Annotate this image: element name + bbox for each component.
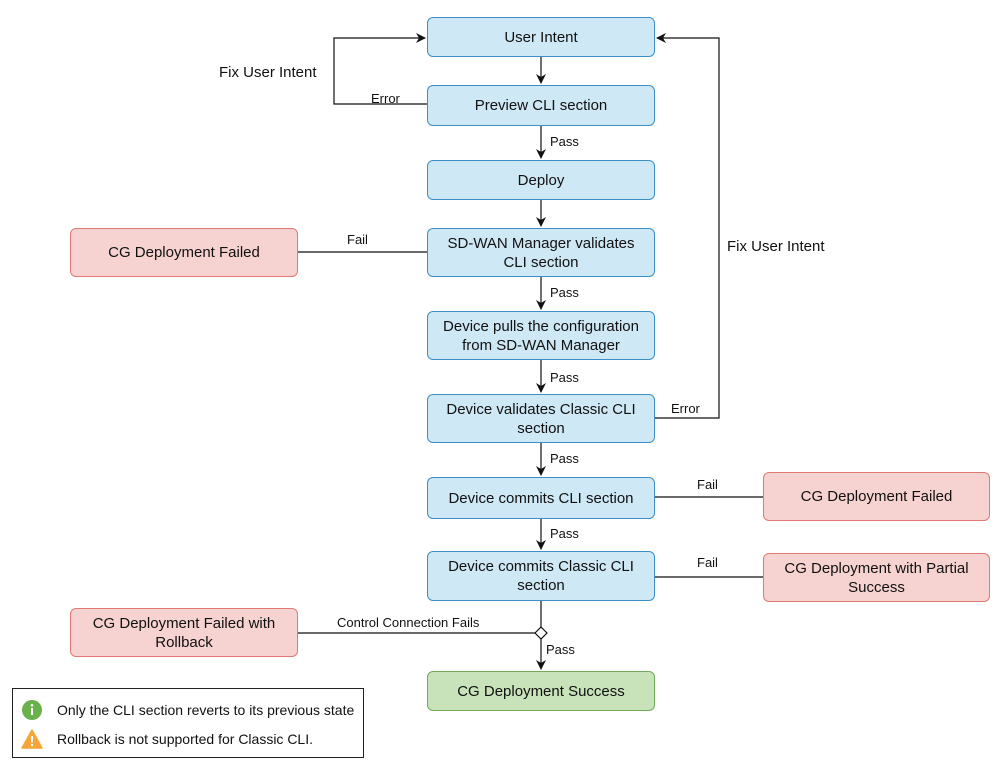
node-failed-rollback: CG Deployment Failed with Rollback (70, 608, 298, 657)
label-pass-3: Pass (550, 370, 579, 385)
label-error-right: Error (671, 401, 700, 416)
node-deploy: Deploy (427, 160, 655, 200)
node-device-commits-cli: Device commits CLI section (427, 477, 655, 519)
node-sdwan-validates: SD-WAN Manager validates CLI section (427, 228, 655, 277)
label-fix-user-intent-left: Fix User Intent (219, 64, 317, 81)
info-icon (22, 700, 42, 720)
legend-info-text: Only the CLI section reverts to its prev… (57, 702, 355, 718)
legend-warning-text: Rollback is not supported for Classic CL… (57, 731, 313, 747)
label-pass-6: Pass (546, 642, 575, 657)
node-device-validates: Device validates Classic CLI section (427, 394, 655, 443)
node-user-intent: User Intent (427, 17, 655, 57)
warning-icon (21, 729, 43, 749)
decision-diamond (534, 626, 548, 640)
node-failed-commits: CG Deployment Failed (763, 472, 990, 521)
legend-warning-row: Rollback is not supported for Classic CL… (21, 729, 313, 749)
arrow-error-loop-right (655, 33, 720, 419)
label-control-connection-fails: Control Connection Fails (337, 615, 480, 630)
node-preview-cli: Preview CLI section (427, 85, 655, 126)
legend-info-row: Only the CLI section reverts to its prev… (21, 699, 354, 721)
node-partial-success: CG Deployment with Partial Success (763, 553, 990, 602)
label-error-left: Error (371, 91, 400, 106)
label-fail-3: Fail (697, 555, 718, 570)
label-pass-1: Pass (550, 134, 579, 149)
label-pass-4: Pass (550, 451, 579, 466)
node-device-pulls: Device pulls the configuration from SD-W… (427, 311, 655, 360)
label-fail-1: Fail (347, 232, 368, 247)
legend-box: Only the CLI section reverts to its prev… (12, 688, 364, 758)
node-device-commits-classic: Device commits Classic CLI section (427, 551, 655, 601)
label-fix-user-intent-right: Fix User Intent (727, 238, 825, 255)
label-pass-2: Pass (550, 285, 579, 300)
node-success: CG Deployment Success (427, 671, 655, 711)
label-fail-2: Fail (697, 477, 718, 492)
label-pass-5: Pass (550, 526, 579, 541)
node-failed-sdwan: CG Deployment Failed (70, 228, 298, 277)
arrow-error-loop-left (333, 33, 427, 105)
